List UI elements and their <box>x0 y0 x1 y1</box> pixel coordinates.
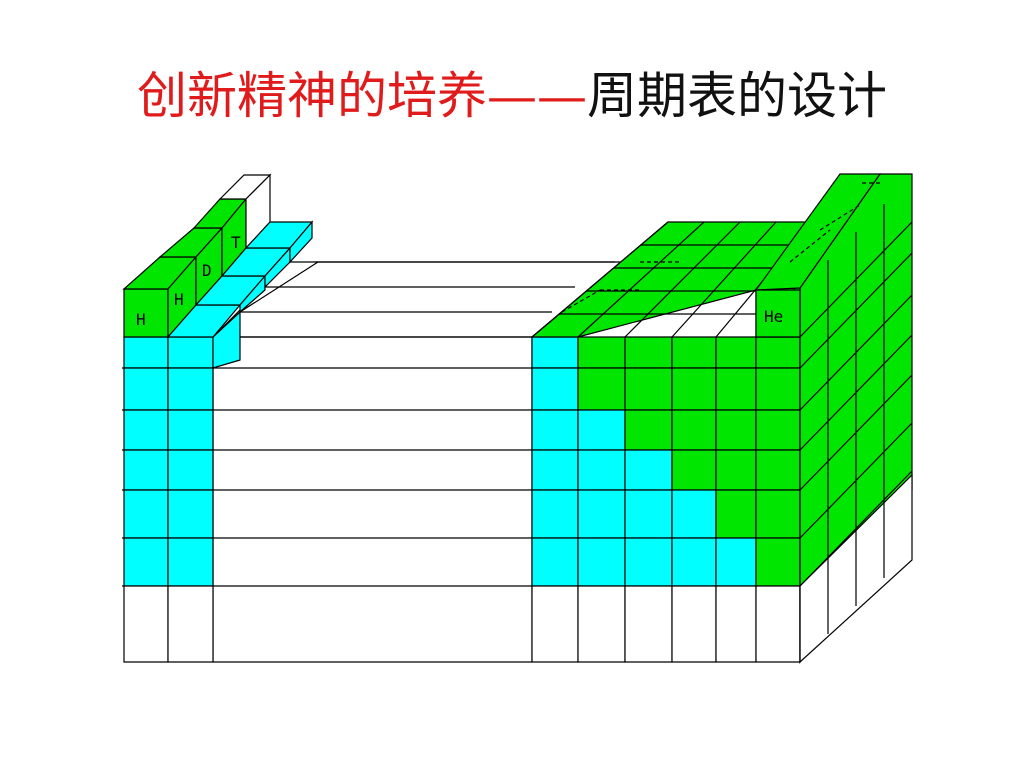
right-cell-r1-c2 <box>624 367 673 411</box>
left-col1-cell-2 <box>123 409 169 451</box>
gap-front-face <box>212 336 533 663</box>
right-cell-r4-c5 <box>755 489 801 539</box>
right-top-depth-3 <box>671 221 777 338</box>
right-cell-r6-c2 <box>624 585 673 663</box>
right-cell-r3-c3 <box>671 449 717 491</box>
right-cell-r4-c0 <box>531 489 579 539</box>
right-cell-r2-c3 <box>671 409 717 451</box>
right-cell-r4-c2 <box>624 489 673 539</box>
right-cell-r0-c2 <box>624 336 673 369</box>
right-cell-r5-c4 <box>715 537 757 587</box>
right-cell-r6-c5 <box>755 585 801 663</box>
dashed-e <box>819 204 861 231</box>
right-cell-r6-c1 <box>577 585 626 663</box>
right-cell-r1-c5 <box>755 367 801 411</box>
right-cell-r3-c4 <box>715 449 757 491</box>
left-col1-cell-6 <box>123 585 169 663</box>
right-cell-r0-c1 <box>577 336 626 369</box>
dashed-d <box>789 229 831 263</box>
right-cell-r0-c4 <box>715 336 757 369</box>
left-col2-cell-5 <box>167 537 214 587</box>
right-cell-r1-c4 <box>715 367 757 411</box>
right-cell-r1-c1 <box>577 367 626 411</box>
right-cell-r0-c0 <box>531 336 579 369</box>
he-front-face <box>755 289 801 338</box>
left-col2-cell-0 <box>167 336 214 369</box>
model-labels: H H D T He <box>136 233 783 329</box>
label-t: T <box>231 233 241 252</box>
label-h-back: H <box>174 290 184 309</box>
right-cell-r5-c0 <box>531 537 579 587</box>
right-cell-r1-c0 <box>531 367 579 411</box>
right-cell-r1-c3 <box>671 367 717 411</box>
right-cell-r5-c2 <box>624 537 673 587</box>
left-cyan-side-4 <box>289 220 313 264</box>
right-cell-r3-c5 <box>755 449 801 491</box>
title-red-part: 创新精神的培养—— <box>137 67 587 125</box>
right-cell-r3-c1 <box>577 449 626 491</box>
left-cyan-side-2 <box>239 274 266 314</box>
left-col1-cell-0 <box>123 336 169 369</box>
label-h-front: H <box>136 310 146 329</box>
right-cell-r5-c5 <box>755 537 801 587</box>
right-cell-r3-c0 <box>531 449 579 491</box>
right-cell-r2-c1 <box>577 409 626 451</box>
right-cell-r4-c1 <box>577 489 626 539</box>
label-d: D <box>202 261 212 280</box>
right-top-depth-2 <box>624 221 741 338</box>
right-cell-r6-c3 <box>671 585 717 663</box>
right-cell-r6-c4 <box>715 585 757 663</box>
right-top-depth-1 <box>577 221 705 338</box>
right-cell-r3-c2 <box>624 449 673 491</box>
right-cell-r5-c1 <box>577 537 626 587</box>
right-cell-r5-c3 <box>671 537 717 587</box>
left-col2-cell-2 <box>167 409 214 451</box>
left-cyan-step-1 <box>212 310 241 369</box>
left-h-front-face <box>123 288 169 338</box>
slide-title: 创新精神的培养——周期表的设计 <box>0 66 1024 126</box>
left-col2-cell-1 <box>167 367 214 411</box>
left-col2-cell-4 <box>167 489 214 539</box>
title-black-part: 周期表的设计 <box>587 67 887 125</box>
left-col2-cell-3 <box>167 449 214 491</box>
right-cell-r0-c5 <box>755 336 801 369</box>
right-cell-r4-c4 <box>715 489 757 539</box>
right-cell-r0-c3 <box>671 336 717 369</box>
right-cell-r2-c4 <box>715 409 757 451</box>
right-cell-r6-c0 <box>531 585 579 663</box>
left-col1-cell-1 <box>123 367 169 411</box>
left-col1-cell-4 <box>123 489 169 539</box>
right-cell-r2-c2 <box>624 409 673 451</box>
right-cell-r2-c0 <box>531 409 579 451</box>
label-he: He <box>764 307 783 326</box>
left-col2-cell-6 <box>167 585 214 663</box>
dashed-a <box>561 289 601 313</box>
right-tall-top <box>754 173 882 291</box>
left-col1-cell-3 <box>123 449 169 491</box>
model-shapes <box>122 173 913 665</box>
left-col1-cell-5 <box>123 537 169 587</box>
right-cell-r4-c3 <box>671 489 717 539</box>
right-cell-r2-c5 <box>755 409 801 451</box>
